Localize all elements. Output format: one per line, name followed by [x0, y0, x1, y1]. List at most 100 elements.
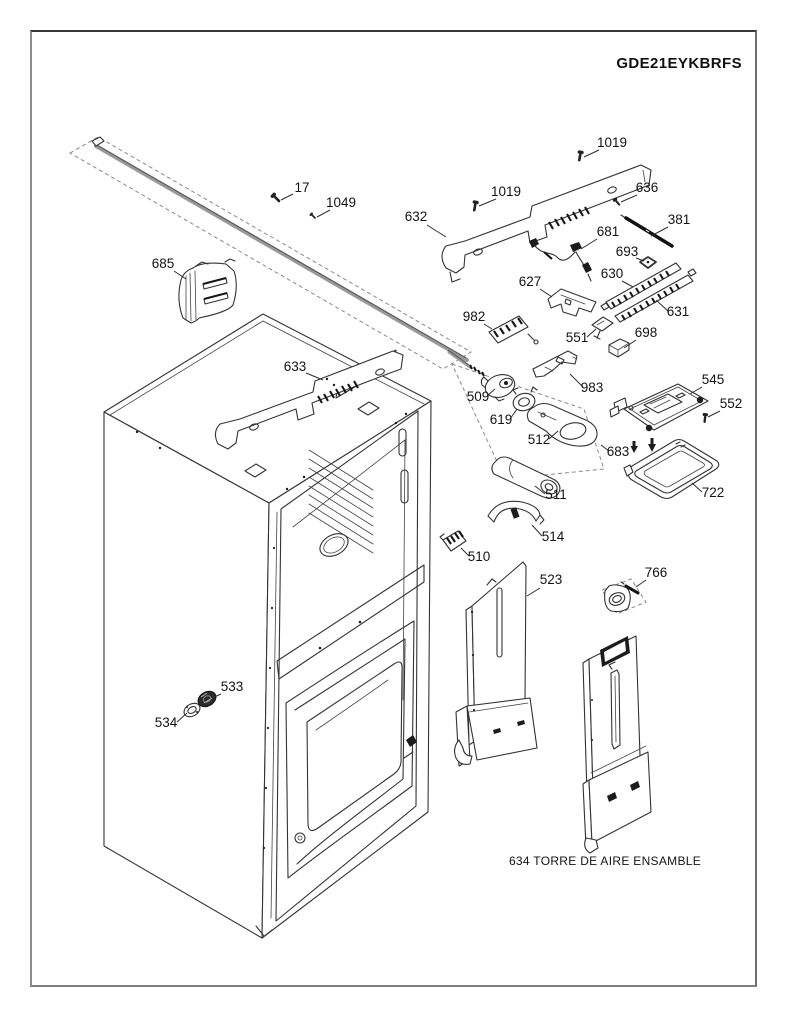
part-534-drawing — [183, 702, 201, 718]
part-label-631: 631 — [667, 304, 690, 319]
part-514-drawing — [487, 500, 545, 525]
part-label-509: 509 — [467, 389, 490, 404]
leader-line-683 — [600, 444, 610, 452]
part-label-685: 685 — [152, 256, 175, 271]
part-label-766: 766 — [645, 565, 668, 580]
leader-line-619 — [509, 408, 518, 420]
part-510-drawing — [439, 530, 467, 552]
part-509-drawing — [447, 349, 516, 402]
part-632-drawing — [441, 164, 652, 283]
part-labels-layer: 17 1049 632 1019 1019 636 381 681 693 630 685 627 63… — [152, 135, 743, 730]
part-label-633: 633 — [284, 359, 307, 374]
part-label-514: 514 — [542, 529, 565, 544]
part-381-drawing — [620, 214, 674, 248]
leader-line-636 — [620, 194, 638, 203]
leader-line-551 — [586, 328, 597, 338]
page-border — [30, 30, 757, 987]
cabinet-drawing — [103, 313, 432, 939]
part-label-552: 552 — [720, 396, 743, 411]
leader-line-630 — [621, 280, 634, 288]
leader-line-511 — [534, 485, 546, 495]
leader-line-545 — [689, 386, 703, 395]
screw-1019-right — [576, 150, 584, 162]
leader-line-631 — [655, 299, 669, 312]
leader-line-381 — [650, 226, 669, 237]
caption-634: 634 TORRE DE AIRE ENSAMBLE — [509, 854, 701, 868]
part-630-631-drawing — [600, 262, 697, 323]
assembly-arrow-right — [648, 438, 656, 452]
part-551-drawing — [591, 316, 614, 340]
leader-line-552 — [707, 410, 721, 418]
part-982-drawing — [488, 315, 539, 345]
screw-17 — [269, 191, 283, 205]
model-number-title: GDE21EYKBRFS — [616, 55, 742, 72]
leader-line-17 — [280, 193, 294, 201]
leader-line-510 — [460, 547, 470, 557]
part-label-630: 630 — [601, 266, 624, 281]
part-label-1049: 1049 — [326, 195, 356, 210]
leader-line-766 — [635, 579, 647, 588]
leader-line-983 — [569, 373, 584, 388]
leader-line-512 — [548, 430, 559, 440]
part-label-627: 627 — [519, 274, 542, 289]
part-label-982: 982 — [463, 309, 486, 324]
part-label-983: 983 — [581, 380, 604, 395]
part-label-698: 698 — [635, 325, 658, 340]
part-766-drawing — [601, 578, 647, 615]
part-545-drawing — [609, 383, 709, 432]
part-511-drawing — [491, 456, 561, 499]
part-label-512: 512 — [528, 432, 551, 447]
part-label-17: 17 — [294, 180, 309, 195]
leader-line-632 — [426, 224, 447, 238]
leader-line-627 — [539, 288, 553, 298]
leader-line-633 — [305, 372, 324, 381]
part-693-drawing — [639, 256, 657, 269]
part-685-drawing — [178, 258, 237, 324]
part-523-drawing — [453, 561, 538, 767]
screw-1019-left — [471, 200, 479, 212]
part-633-drawing — [214, 349, 404, 450]
part-label-1019: 1019 — [491, 184, 521, 199]
leader-line-523 — [526, 587, 541, 597]
leader-line-1019 — [583, 149, 600, 158]
part-label-636: 636 — [636, 180, 659, 195]
leader-line-533 — [211, 693, 222, 699]
assembly-arrow-left — [630, 441, 638, 453]
part-722-drawing — [623, 438, 720, 500]
part-label-533: 533 — [221, 679, 244, 694]
leader-line-698 — [623, 339, 637, 349]
part-label-1019: 1019 — [597, 135, 627, 150]
part-512-drawing — [526, 402, 598, 447]
part-label-511: 511 — [545, 487, 567, 502]
leader-line-1049 — [316, 209, 331, 218]
leader-line-685 — [173, 270, 187, 280]
part-619-drawing — [512, 386, 538, 412]
screw-1049 — [309, 212, 317, 220]
leader-line-681 — [580, 238, 598, 250]
part-634-drawing — [582, 635, 652, 854]
part-label-534: 534 — [155, 715, 178, 730]
leader-line-514 — [531, 524, 543, 537]
leader-line-1019 — [478, 198, 497, 207]
part-698-drawing — [608, 338, 630, 358]
leader-line-693 — [635, 257, 645, 262]
part-533-drawing — [197, 690, 217, 708]
part-label-683: 683 — [607, 444, 630, 459]
leader-line-509 — [486, 388, 496, 397]
leader-line-722 — [691, 482, 703, 493]
part-label-632: 632 — [405, 209, 428, 224]
part-983-drawing — [532, 350, 578, 378]
part-label-551: 551 — [566, 330, 589, 345]
part-label-381: 381 — [668, 212, 691, 227]
part-label-722: 722 — [702, 485, 725, 500]
part-683-outline — [451, 363, 605, 480]
part-label-693: 693 — [616, 244, 639, 259]
part-label-681: 681 — [597, 224, 620, 239]
leader-line-982 — [483, 323, 493, 330]
water-line-drawing — [68, 136, 472, 370]
part-label-510: 510 — [468, 549, 491, 564]
part-681-drawing — [529, 238, 592, 282]
part-label-545: 545 — [702, 372, 725, 387]
screw-552 — [701, 412, 709, 424]
